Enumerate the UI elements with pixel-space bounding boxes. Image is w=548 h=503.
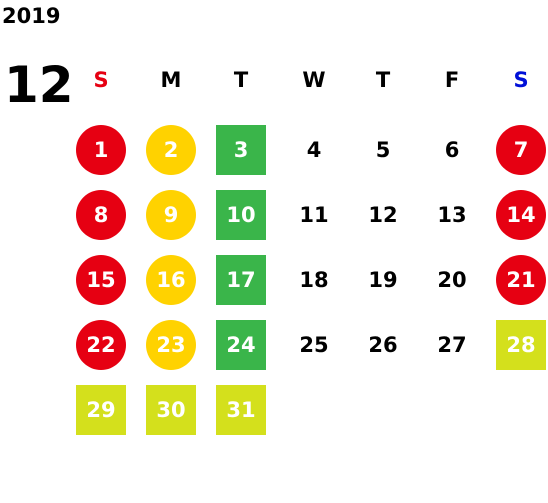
calendar-day-28[interactable]: 28 bbox=[496, 320, 546, 370]
calendar-day-3[interactable]: 3 bbox=[216, 125, 266, 175]
calendar-day-22[interactable]: 22 bbox=[76, 320, 126, 370]
calendar-day-17[interactable]: 17 bbox=[216, 255, 266, 305]
calendar-day-12[interactable]: 12 bbox=[368, 203, 398, 227]
weekday-label: S bbox=[513, 68, 529, 92]
calendar-day-13[interactable]: 13 bbox=[437, 203, 467, 227]
calendar-day-19[interactable]: 19 bbox=[368, 268, 398, 292]
calendar-day-20[interactable]: 20 bbox=[437, 268, 467, 292]
calendar-day-16[interactable]: 16 bbox=[146, 255, 196, 305]
calendar-day-18[interactable]: 18 bbox=[299, 268, 329, 292]
calendar-day-15[interactable]: 15 bbox=[76, 255, 126, 305]
calendar-day-26[interactable]: 26 bbox=[368, 333, 398, 357]
calendar-day-10[interactable]: 10 bbox=[216, 190, 266, 240]
calendar-day-14[interactable]: 14 bbox=[496, 190, 546, 240]
weekday-label: M bbox=[160, 68, 182, 92]
weekday-label: F bbox=[444, 68, 460, 92]
calendar-day-21[interactable]: 21 bbox=[496, 255, 546, 305]
calendar-day-30[interactable]: 30 bbox=[146, 385, 196, 435]
calendar-day-24[interactable]: 24 bbox=[216, 320, 266, 370]
calendar-day-23[interactable]: 23 bbox=[146, 320, 196, 370]
calendar-day-8[interactable]: 8 bbox=[76, 190, 126, 240]
calendar-day-11[interactable]: 11 bbox=[299, 203, 329, 227]
calendar-day-4[interactable]: 4 bbox=[306, 138, 322, 162]
calendar-day-2[interactable]: 2 bbox=[146, 125, 196, 175]
calendar-day-1[interactable]: 1 bbox=[76, 125, 126, 175]
calendar-day-6[interactable]: 6 bbox=[444, 138, 460, 162]
calendar-day-31[interactable]: 31 bbox=[216, 385, 266, 435]
calendar-month: 12 bbox=[4, 56, 74, 114]
calendar-day-25[interactable]: 25 bbox=[299, 333, 329, 357]
calendar-day-27[interactable]: 27 bbox=[437, 333, 467, 357]
calendar-day-5[interactable]: 5 bbox=[375, 138, 391, 162]
weekday-label: W bbox=[302, 68, 326, 92]
calendar-day-29[interactable]: 29 bbox=[76, 385, 126, 435]
calendar-year: 2019 bbox=[2, 4, 61, 28]
weekday-label: S bbox=[93, 68, 109, 92]
weekday-label: T bbox=[233, 68, 249, 92]
weekday-label: T bbox=[375, 68, 391, 92]
calendar-day-7[interactable]: 7 bbox=[496, 125, 546, 175]
calendar-day-9[interactable]: 9 bbox=[146, 190, 196, 240]
